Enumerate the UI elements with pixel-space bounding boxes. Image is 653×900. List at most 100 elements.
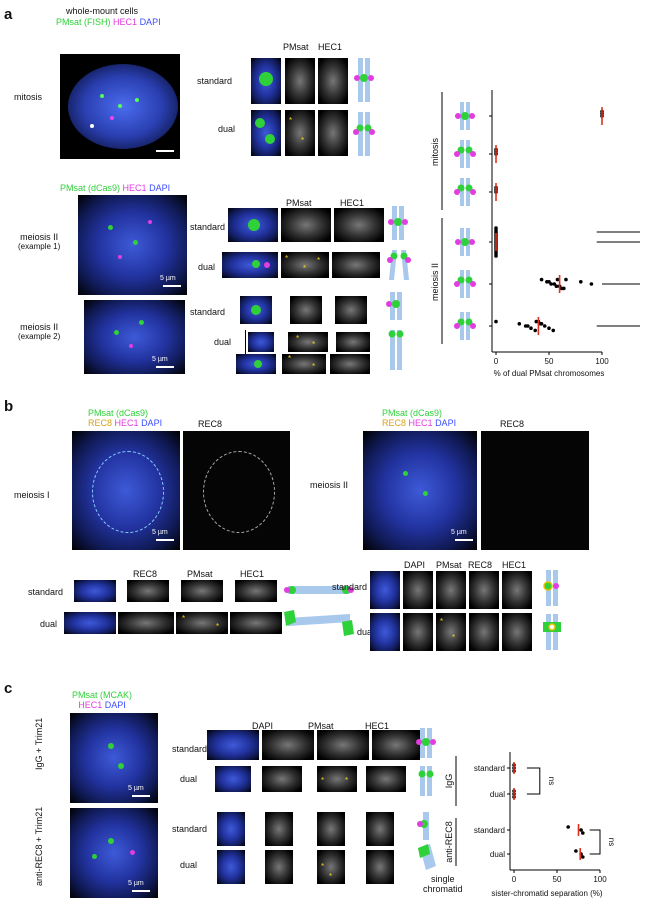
chart-c-group-label: IgG [444, 774, 454, 789]
ex1-standard-merge [228, 208, 278, 242]
chart-a-tick-label: 100 [595, 357, 609, 366]
panel-a-label: a [4, 6, 13, 23]
b-col-rec8: REC8 [133, 569, 158, 579]
ex1-dual-pmsat: *** [281, 252, 329, 278]
col-hec1-a2: HEC1 [340, 198, 365, 208]
chart-a-row-schematic [455, 102, 475, 130]
chart-a-point [526, 324, 530, 328]
chart-a-row-schematic [454, 270, 476, 298]
chart-c-tick-label: 50 [553, 875, 562, 884]
col-pmsat-a: PMsat [283, 42, 309, 52]
b-right-standard-dapi [403, 571, 433, 609]
b-right-standard-merge [370, 571, 400, 609]
chart-a-point [494, 319, 498, 324]
row-standard-ex1: standard [190, 222, 226, 232]
col-pmsat-a2: PMsat [286, 198, 312, 208]
c-col-dapi: DAPI [252, 721, 274, 731]
chart-a-point [529, 326, 533, 330]
legend-fish: PMsat (FISH) HEC1 DAPI [56, 17, 161, 27]
b-row-dual-left: dual [40, 619, 58, 629]
chromosome-schematic-c [416, 728, 436, 870]
row-standard-ex2: standard [190, 307, 226, 317]
c-col-pmsat: PMsat [308, 721, 334, 731]
c-rec8-dual-dapi [265, 850, 293, 884]
c-igg-standard-pmsat [317, 730, 369, 760]
c-col-hec1: HEC1 [365, 721, 390, 731]
b-right-standard-hec1 [502, 571, 532, 609]
meiosis1-label: meiosis I [14, 490, 50, 500]
chart-a-row-schematic [454, 140, 476, 168]
c-rec8-dual-hec1 [366, 850, 394, 884]
c-rec8-standard-hec1 [366, 812, 394, 846]
chart-a-point [564, 277, 568, 282]
b-right-dual-hec1 [502, 613, 532, 651]
c-rec8-dual-merge [217, 850, 245, 884]
b-row-standard-left: standard [28, 587, 64, 597]
ex2-standard-hec1 [335, 296, 367, 324]
b-left-standard-pmsat [181, 580, 223, 602]
c-row-standard-2: standard [172, 824, 208, 834]
b-col-pmsat-r: PMsat [436, 560, 462, 570]
chart-a-point [555, 277, 560, 282]
c-row-standard-1: standard [172, 744, 208, 754]
meiosis2-ex2-image: 5 µm [84, 300, 185, 374]
c-rec8-dual-pmsat: ** [317, 850, 345, 884]
chart-a-tick-label: 0 [494, 357, 499, 366]
ex2-dual-hec1-1 [336, 332, 370, 352]
meiosis1-merge-image: 5 µm [72, 431, 180, 550]
chart-c-row-label: standard [474, 826, 505, 835]
chart-c-row-label: dual [490, 790, 505, 799]
chart-c-sig-bracket [526, 767, 541, 795]
cond-antirec8-label: anti-REC8 + Trim21 [34, 806, 44, 886]
c-rec8-standard-dapi [265, 812, 293, 846]
chart-a-group-label: mitosis [430, 138, 440, 167]
b-right-standard-rec8 [469, 571, 499, 609]
c-row-dual-2: dual [180, 860, 198, 870]
c-igg-dual-hec1 [366, 766, 406, 792]
meiosis2-ex1-image: 5 µm [78, 195, 187, 295]
b-left-dual-hec1 [230, 612, 282, 634]
ex1-dual-merge [222, 252, 278, 278]
ex1-standard-pmsat [281, 208, 331, 242]
chromosome-schematic-b [543, 570, 561, 650]
chart-a-row-schematic [454, 312, 476, 340]
chart-a-point [538, 322, 543, 326]
chart-a-point [579, 280, 583, 284]
mitosis-standard-pmsat [285, 58, 315, 104]
chart-a-group-label: meiosis II [430, 263, 440, 301]
chart-c-point [566, 825, 570, 829]
legend-dcas9: PMsat (dCas9) HEC1 DAPI [60, 183, 171, 193]
meiosis2-ex2-label: meiosis II(example 2) [18, 322, 61, 341]
b-col-hec1: HEC1 [240, 569, 265, 579]
b-left-dual-rec8 [118, 612, 174, 634]
ex2-dual-pmsat-1: ** [288, 332, 328, 352]
b-right-standard-pmsat [436, 571, 466, 609]
c-igg-dual-merge [215, 766, 251, 792]
chart-c-tick-label: 100 [593, 875, 607, 884]
b-left-dual-merge [64, 612, 116, 634]
meiosis2-label-b: meiosis II [310, 480, 349, 490]
chromosome-schematic-ex2 [386, 292, 404, 370]
chart-c-point [574, 849, 578, 853]
row-dual-ex2: dual [214, 337, 232, 347]
mitosis-label: mitosis [14, 92, 43, 102]
chart-c-tick-label: 0 [512, 875, 517, 884]
c-row-dual-1: dual [180, 774, 198, 784]
chart-a-row-schematic [454, 178, 476, 206]
legend-b-left: PMsat (dCas9) REC8 HEC1 DAPI [88, 408, 163, 428]
b-col-hec1-r: HEC1 [502, 560, 527, 570]
chart-c-group-label: anti-REC8 [444, 821, 454, 863]
bivalent-schematic [284, 586, 354, 636]
chart-c-point [581, 855, 585, 859]
b-row-dual-right: dual [357, 627, 375, 637]
chart-a-sig-bracket [596, 241, 640, 285]
c-igg-dual-dapi [262, 766, 302, 792]
c-igg-standard-hec1 [372, 730, 420, 760]
chart-c-sig-label: ns [607, 838, 616, 846]
legend-c: PMsat (MCAK) HEC1 DAPI [72, 690, 133, 710]
chart-c-sig-label: ns [547, 777, 556, 785]
chart-c-sig-bracket [589, 829, 601, 855]
chart-a-point [542, 324, 547, 328]
mitosis-dual-pmsat: ** [285, 110, 315, 156]
